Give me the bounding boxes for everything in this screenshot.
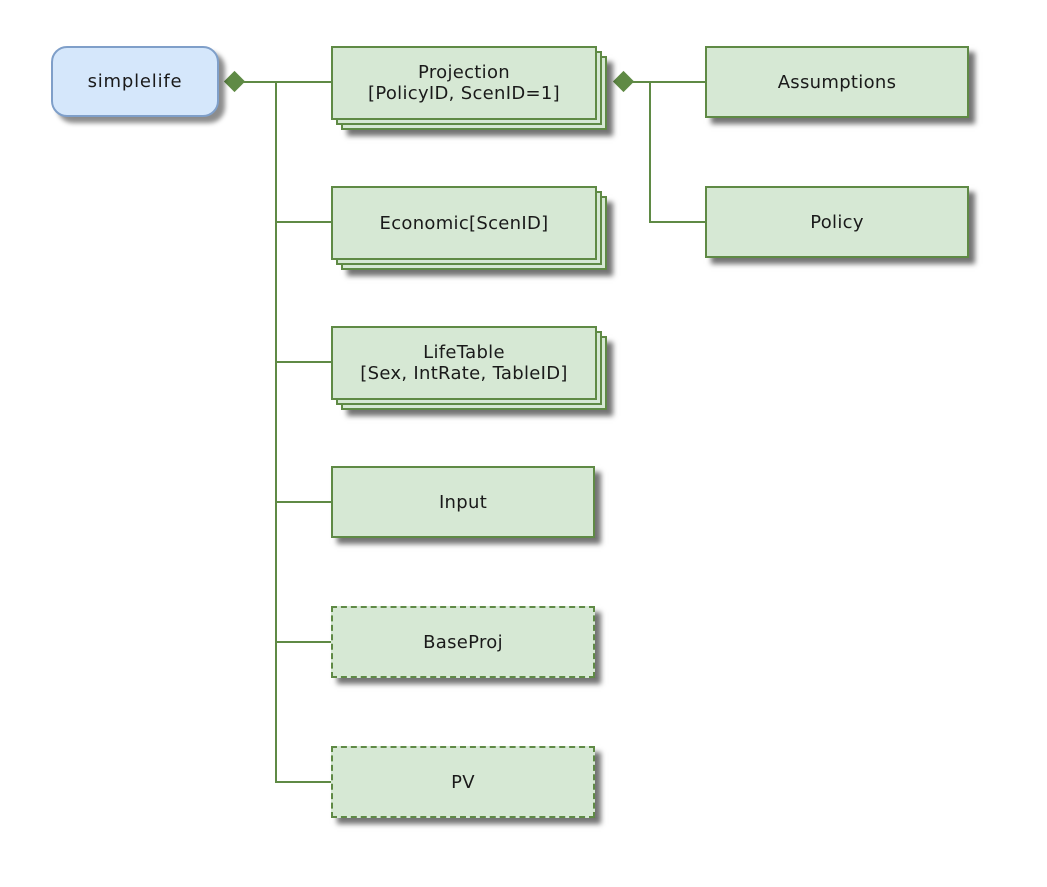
connector-projection-stem [628,81,651,83]
space-node-pv[interactable]: PV [331,746,595,818]
connector-to-projection [275,81,332,83]
space-node-baseproj[interactable]: BaseProj [331,606,595,678]
lifetable-params: [Sex, IntRate, TableID] [360,363,568,384]
lifetable-name: LifeTable [423,342,505,363]
space-node-projection[interactable]: Projection [PolicyID, ScenID=1] [331,46,597,120]
connector-projection-vertical [649,81,651,223]
pv-name: PV [451,771,475,793]
model-label: simplelife [87,71,183,92]
economic-name: Economic[ScenID] [379,212,549,234]
space-node-policy[interactable]: Policy [705,186,969,258]
connector-to-economic [275,221,332,223]
model-node-simplelife[interactable]: simplelife [51,46,219,117]
assumptions-name: Assumptions [777,71,897,93]
connector-to-input [275,501,332,503]
connector-to-pv [275,781,332,783]
baseproj-name: BaseProj [423,631,503,653]
connector-vertical-trunk [275,81,277,782]
connector-to-policy [649,221,706,223]
connector-to-lifetable [275,361,332,363]
connector-simplelife-stem [240,81,276,83]
space-node-assumptions[interactable]: Assumptions [705,46,969,118]
space-node-economic[interactable]: Economic[ScenID] [331,186,597,260]
projection-name: Projection [417,62,510,83]
space-node-lifetable[interactable]: LifeTable [Sex, IntRate, TableID] [331,326,597,400]
connector-to-assumptions [649,81,706,83]
connector-to-baseproj [275,641,332,643]
policy-name: Policy [810,211,864,233]
projection-params: [PolicyID, ScenID=1] [368,83,560,104]
space-node-input[interactable]: Input [331,466,595,538]
input-name: Input [438,491,488,513]
